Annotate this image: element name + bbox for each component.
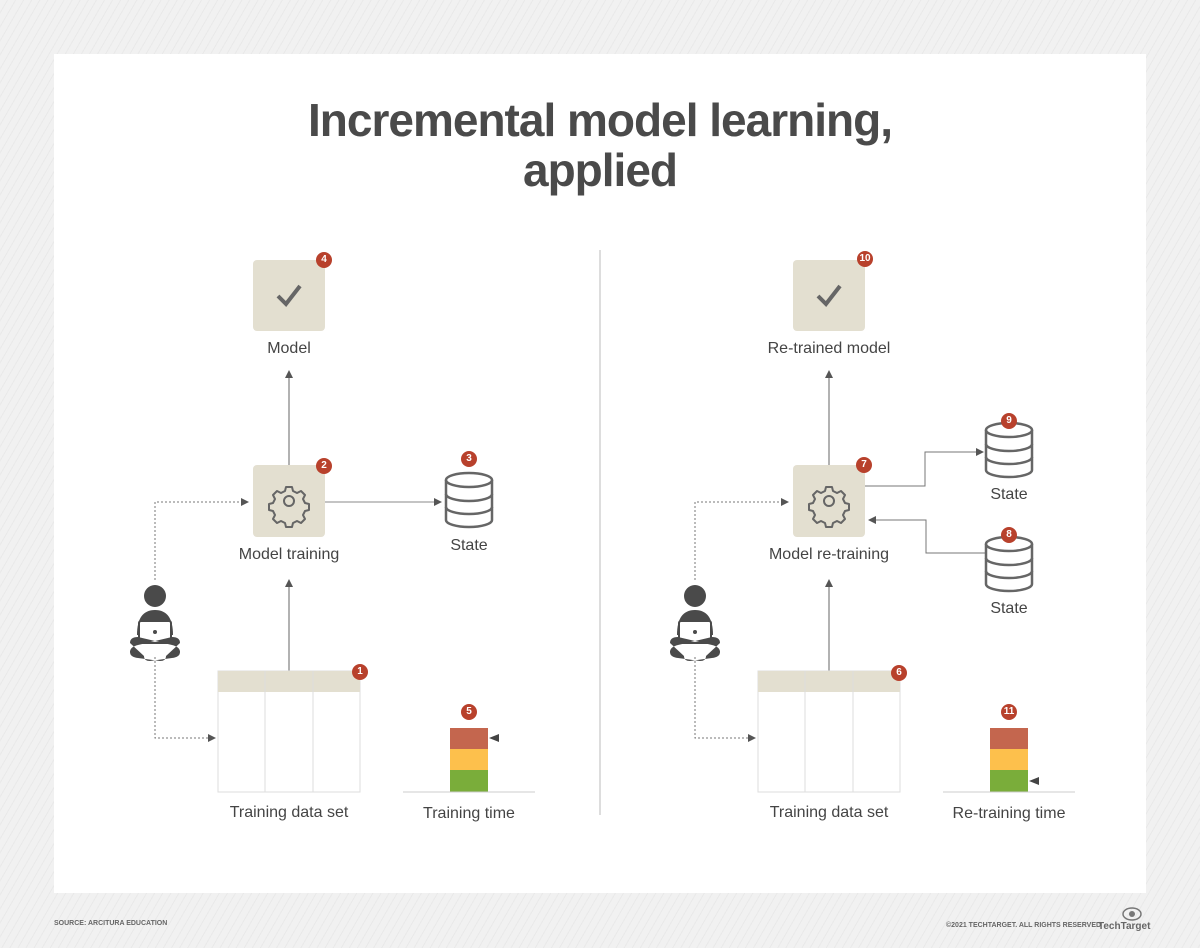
step-badge: 4: [316, 252, 332, 268]
model-retraining-label: Model re-training: [768, 546, 890, 563]
step-badge: 10: [857, 251, 873, 267]
database-icon-input: [984, 535, 1034, 593]
retraining-time-bar: [943, 728, 1075, 793]
step-badge: 5: [461, 704, 477, 720]
right-panel: [669, 260, 1075, 793]
dataset-label: Training data set: [229, 804, 349, 821]
source-note: SOURCE: ARCITURA EDUCATION: [54, 920, 168, 927]
title-line2: applied: [522, 144, 678, 196]
database-icon: [444, 471, 494, 529]
person-laptop-icon: [669, 584, 721, 662]
step-badge: 7: [856, 457, 872, 473]
database-icon-output: [984, 421, 1034, 479]
model-training-label: Model training: [238, 546, 340, 563]
training-time-label: Training time: [423, 805, 515, 822]
techtarget-eye-logo: [1122, 907, 1142, 921]
person-laptop-icon: [129, 584, 181, 662]
step-badge: 9: [1001, 413, 1017, 429]
check-icon: [276, 284, 302, 308]
retraining-time-label: Re-training time: [952, 805, 1066, 822]
techtarget-logo: TechTarget: [1098, 921, 1151, 932]
step-badge: 11: [1001, 704, 1017, 720]
retrained-model-label: Re-trained model: [767, 340, 891, 357]
data-table-icon: [217, 670, 361, 793]
state-label: State: [450, 537, 488, 554]
title-line1: Incremental model learning,: [308, 94, 893, 146]
model-label: Model: [267, 340, 311, 357]
step-badge: 3: [461, 451, 477, 467]
state-output-label: State: [990, 486, 1028, 503]
step-badge: 6: [891, 665, 907, 681]
step-badge: 8: [1001, 527, 1017, 543]
model-box: [253, 260, 325, 331]
model-retraining-box: [793, 465, 865, 537]
state-input-label: State: [990, 600, 1028, 617]
data-table-icon: [757, 670, 901, 793]
left-panel: [129, 260, 535, 793]
step-badge: 1: [352, 664, 368, 680]
training-time-bar: [403, 728, 535, 793]
copyright: ©2021 TECHTARGET. ALL RIGHTS RESERVED: [946, 922, 1102, 929]
step-badge: 2: [316, 458, 332, 474]
dataset-label: Training data set: [769, 804, 889, 821]
model-training-box: [253, 465, 325, 537]
retrained-model-box: [793, 260, 865, 331]
check-icon: [816, 284, 842, 308]
